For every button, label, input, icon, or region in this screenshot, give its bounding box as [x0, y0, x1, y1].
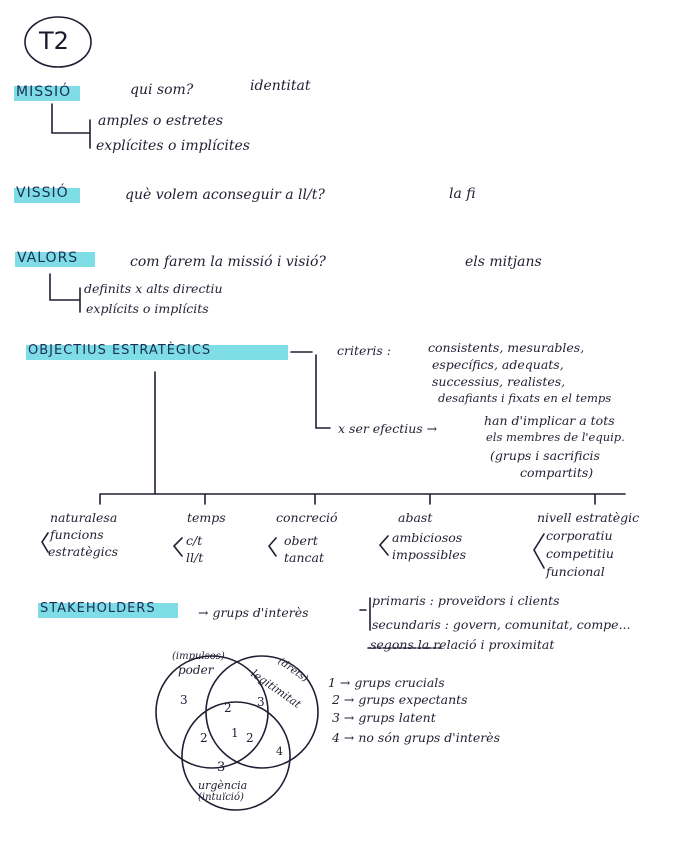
category-label-naturalesa: naturalesa	[50, 510, 118, 525]
venn-region-number: 3	[180, 693, 188, 707]
venn-urgencia-note: (intuïció)	[198, 792, 244, 803]
effective-line-1: han d'implicar a tots	[484, 413, 615, 428]
objectives-bracket	[290, 351, 331, 429]
vision-heading: VISSIÓ	[16, 185, 69, 201]
category-item: ll/t	[186, 550, 204, 565]
category-brackets	[41, 532, 545, 569]
category-item: competitiu	[546, 546, 614, 561]
mission-answer: identitat	[250, 78, 311, 94]
category-item: funcions	[50, 527, 104, 542]
venn-poder-label: poder	[178, 663, 214, 677]
vision-answer: la fi	[449, 186, 476, 202]
venn-region-number: 2	[246, 731, 254, 745]
effective-label: x ser efectius →	[338, 421, 438, 436]
category-item: impossibles	[392, 547, 467, 562]
stakeholders-primary: primaris : proveïdors i clients	[372, 593, 560, 608]
venn-legend-item: 4 → no són grups d'interès	[332, 730, 500, 745]
category-label-concrecio: concreció	[276, 510, 338, 525]
venn-circle-urgencia	[181, 701, 291, 811]
values-heading: VALORS	[17, 250, 79, 266]
category-item: ambiciosos	[392, 530, 463, 545]
category-item: estratègics	[48, 544, 119, 559]
objectives-tree	[99, 371, 626, 505]
effective-line-3: (grups i sacrificis	[490, 448, 600, 463]
mission-bracket	[51, 103, 91, 149]
mission-question: qui som?	[130, 82, 194, 98]
category-item: funcional	[546, 564, 605, 579]
criteria-line-4: desafiants i fixats en el temps	[438, 391, 612, 405]
objectives-highlight	[26, 345, 288, 360]
values-branch1: definits x alts directiu	[84, 281, 223, 296]
stakeholders-heading: STAKEHOLDERS	[40, 601, 156, 616]
venn-region-number: 2	[200, 731, 208, 745]
vision-highlight	[14, 188, 80, 203]
venn-circle-legitimitat	[205, 655, 319, 769]
mission-branch1: amples o estretes	[98, 113, 224, 129]
criteria-line-1: consistents, mesurables,	[428, 340, 585, 355]
venn-region-number: 4	[276, 745, 283, 758]
venn-legend-item: 1 → grups crucials	[328, 675, 445, 690]
category-label-abast: abast	[398, 510, 433, 525]
stakeholders-bracket	[359, 597, 371, 631]
category-label-nivell: nivell estratègic	[537, 510, 640, 525]
mission-highlight	[14, 86, 80, 101]
effective-line-4: compartits)	[520, 465, 594, 480]
values-question: com farem la missió i visió?	[130, 254, 326, 270]
category-label-temps: temps	[187, 510, 226, 525]
venn-poder-note: (impulsos)	[172, 651, 225, 662]
venn-region-number: 1	[231, 726, 239, 740]
venn-legend-item: 3 → grups latent	[332, 710, 436, 725]
page-title: T2	[39, 27, 69, 55]
stakeholders-definition: → grups d'interès	[198, 605, 309, 620]
mission-branch2: explícites o implícites	[96, 138, 250, 154]
venn-region-number: 3	[257, 695, 265, 709]
title-circle	[24, 16, 92, 68]
vision-question: què volem aconseguir a ll/t?	[125, 187, 325, 203]
category-item: tancat	[284, 550, 325, 565]
stakeholders-secondary: secundaris : govern, comunitat, compe...	[372, 617, 631, 632]
values-highlight	[15, 252, 95, 267]
values-answer: els mitjans	[465, 254, 542, 270]
values-branch2: explícits o implícits	[86, 301, 209, 316]
criteria-label: criteris :	[337, 343, 391, 358]
venn-legend-item: 2 → grups expectants	[332, 692, 468, 707]
objectives-heading: OBJECTIUS ESTRATÈGICS	[28, 343, 212, 358]
criteria-line-2: específics, adequats,	[432, 357, 564, 372]
category-item: c/t	[186, 533, 203, 548]
venn-region-number: 2	[224, 701, 232, 715]
criteria-line-3: successius, realistes,	[432, 374, 566, 389]
effective-line-2: els membres de l'equip.	[486, 430, 625, 444]
category-item: corporatiu	[546, 528, 613, 543]
values-bracket	[49, 273, 81, 313]
venn-region-number: 3	[217, 760, 226, 775]
mission-heading: MISSIÓ	[16, 84, 72, 100]
category-item: obert	[284, 533, 318, 548]
stakeholders-relation: segons la relació i proximitat	[370, 637, 555, 652]
venn-urgencia-label: urgència	[198, 779, 248, 792]
stakeholders-highlight	[38, 603, 178, 618]
